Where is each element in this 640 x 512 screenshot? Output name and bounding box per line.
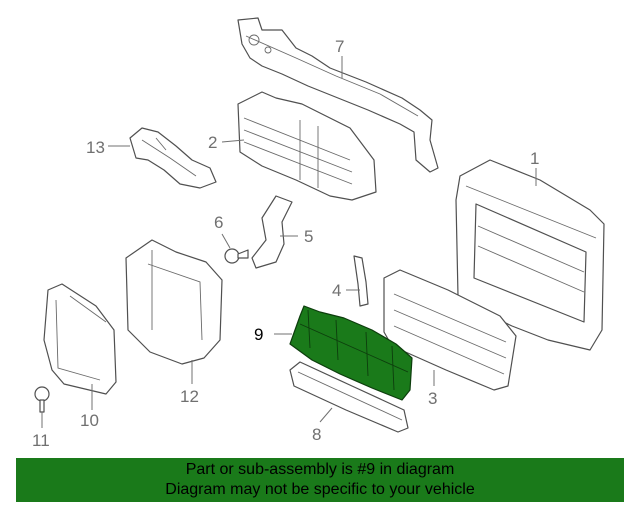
parts-diagram: 7 2 13 1 5 6 4 3 9 8 10 11 12	[32, 17, 605, 450]
part-13-air-guide[interactable]	[129, 127, 217, 189]
part-5-bracket[interactable]	[251, 195, 293, 269]
part-6-push-pin[interactable]	[224, 248, 249, 264]
leader-lines	[41, 56, 537, 428]
part-9-lower-deflector[interactable]	[289, 305, 413, 401]
notice-line-2: Diagram may not be specific to your vehi…	[165, 481, 475, 498]
callout-1: 1	[530, 149, 539, 168]
callout-12: 12	[180, 387, 199, 406]
callout-13: 13	[86, 138, 105, 157]
part-4-seal[interactable]	[353, 255, 369, 307]
callout-4: 4	[332, 281, 341, 300]
callout-11: 11	[32, 431, 50, 450]
callout-5: 5	[304, 227, 313, 246]
part-2-upper-shutter[interactable]	[237, 91, 377, 201]
part-7-upper-bracket[interactable]	[237, 17, 439, 173]
part-11-clip[interactable]	[34, 386, 50, 413]
part-1-radiator-support[interactable]	[455, 159, 605, 351]
callout-7: 7	[335, 37, 344, 56]
diagram-notice-banner: Part or sub-assembly is #9 in diagram Di…	[16, 458, 624, 502]
callout-6: 6	[214, 213, 223, 232]
part-8-lower-strip[interactable]	[289, 361, 409, 433]
part-10-side-guide[interactable]	[43, 283, 117, 395]
callout-2: 2	[208, 133, 217, 152]
callout-10: 10	[80, 411, 99, 430]
part-12-left-deflector[interactable]	[125, 239, 223, 365]
callout-3: 3	[428, 389, 437, 408]
callout-9: 9	[254, 325, 263, 344]
callout-8: 8	[312, 425, 321, 444]
notice-line-1: Part or sub-assembly is #9 in diagram	[185, 461, 455, 478]
